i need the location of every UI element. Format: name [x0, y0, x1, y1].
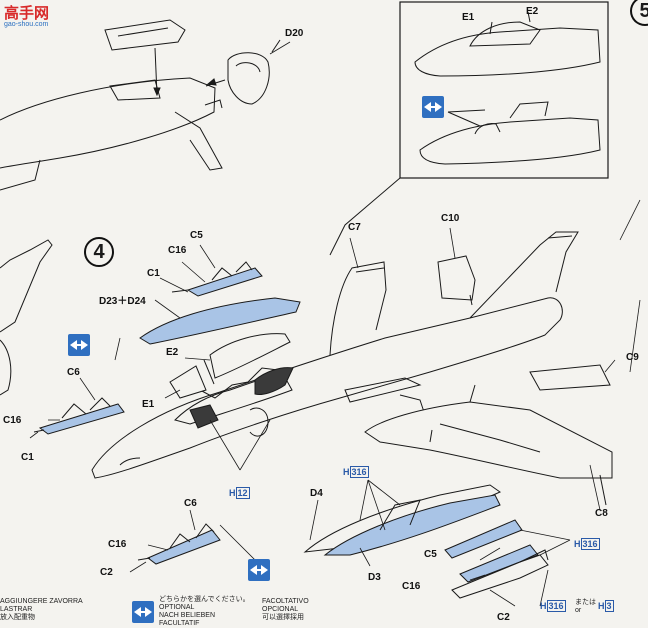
legend-optional-fr: FACULTATIF	[159, 620, 200, 627]
legend-ballast-it: AGGIUNGERE ZAVORRA	[0, 598, 83, 605]
legend-ballast-zh: 放入配重物	[0, 614, 35, 621]
label-d23-d24: D23＋D24	[99, 296, 146, 307]
label-e1: E1	[142, 399, 155, 410]
optional-icon-inset	[422, 96, 444, 118]
ref-h3-prefix: H	[598, 601, 605, 611]
ref-h316-c-prefix: H	[540, 601, 547, 611]
label-c2-right: C2	[497, 612, 510, 623]
ref-or-jp: または	[575, 599, 596, 606]
legend-optional: どちらかを選んでください。 OPTIONAL NACH BELIEBEN FAC…	[159, 596, 250, 628]
blue-parts	[33, 261, 549, 599]
label-c6-left: C6	[67, 367, 80, 378]
step-5-marker: 5	[630, 0, 648, 26]
legend-optional-it: FACOLTATIVO	[262, 598, 309, 605]
label-c10: C10	[441, 213, 460, 224]
ref-or-en: or	[575, 607, 582, 614]
ref-h316-b-number: 316	[580, 538, 600, 550]
ref-h316-c-number: 316	[546, 600, 566, 612]
legend-ballast: AGGIUNGERE ZAVORRA LASTRAR 放入配重物	[0, 598, 83, 622]
label-e2: E2	[166, 347, 179, 358]
legend-optional-es: OPCIONAL	[262, 606, 299, 613]
ref-h316-a-prefix: H	[343, 467, 350, 477]
label-c6-bottom: C6	[184, 498, 197, 509]
optional-icon-bottom	[248, 559, 270, 581]
leader-lines	[29, 41, 641, 607]
label-d20: D20	[285, 28, 304, 39]
label-c16-top: C16	[168, 245, 187, 256]
ref-h316-a-number: 316	[349, 466, 369, 478]
legend-optional-zh: 可以選擇採用	[262, 614, 304, 621]
watermark-title: 高手网	[4, 4, 50, 22]
ref-h316-b-prefix: H	[574, 539, 581, 549]
label-c8: C8	[595, 508, 608, 519]
legend-optional-en: OPTIONAL	[159, 604, 195, 611]
canopy-parts	[169, 333, 294, 429]
step-4-marker: 4	[84, 237, 114, 267]
label-c7: C7	[348, 222, 361, 233]
ref-h3-number: 3	[604, 600, 614, 612]
legend-ballast-es: LASTRAR	[0, 606, 33, 613]
fin-and-wing-parts	[364, 255, 613, 506]
label-e1-inset: E1	[462, 12, 475, 23]
label-c5-right: C5	[424, 549, 437, 560]
label-c5-top: C5	[190, 230, 203, 241]
ref-h12-number: 12	[235, 487, 250, 499]
legend-optional-jp: どちらかを選んでください。	[159, 596, 250, 603]
label-c16-bottom: C16	[108, 539, 127, 550]
legend-optional-de: NACH BELIEBEN	[159, 612, 216, 619]
legend-optional-2: FACOLTATIVO OPCIONAL 可以選擇採用	[262, 598, 309, 622]
label-c1-top: C1	[147, 268, 160, 279]
label-d4: D4	[310, 488, 323, 499]
label-c1-left: C1	[21, 452, 34, 463]
watermark-url: gao-shou.com	[4, 21, 49, 28]
label-e2-inset: E2	[526, 6, 539, 17]
label-c2-bottom: C2	[100, 567, 113, 578]
label-c16-left: C16	[3, 415, 22, 426]
ref-h12-prefix: H	[229, 488, 236, 498]
inset-box	[329, 1, 609, 256]
optional-icon-left	[68, 334, 90, 356]
rear-fuselage-drawing	[0, 19, 281, 191]
label-c16-right: C16	[402, 581, 421, 592]
label-d3: D3	[368, 572, 381, 583]
label-c9: C9	[626, 352, 639, 363]
optional-icon-legend	[132, 601, 154, 623]
left-wing-fragment	[0, 239, 53, 396]
watermark: 高手网 gao-shou.com	[4, 2, 49, 28]
